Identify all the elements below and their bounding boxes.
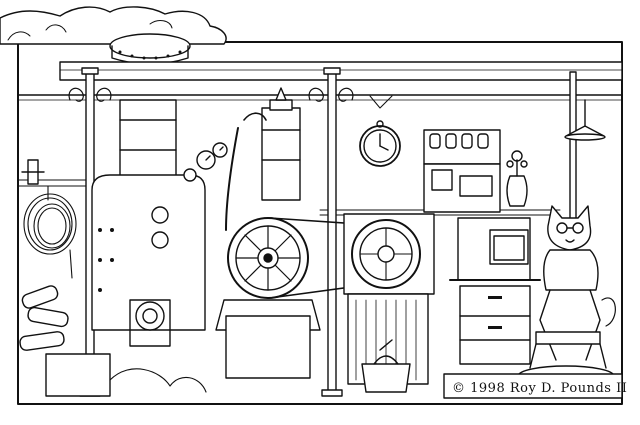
picture-frame xyxy=(17,41,623,405)
radio-shelf-icon xyxy=(423,129,501,213)
garden-hose-icon xyxy=(23,185,77,279)
steam-pipe-cloud-icon xyxy=(0,6,227,65)
generator-icon xyxy=(343,213,435,385)
pressure-gauges xyxy=(183,142,228,182)
credit-box xyxy=(443,373,623,399)
cat-character-icon xyxy=(529,205,616,369)
computer-desk-icon xyxy=(449,217,541,365)
wall-pipe xyxy=(21,159,45,185)
artist-credit: © 1998 Roy D. Pounds II xyxy=(452,381,628,396)
firewood-pile-icon xyxy=(19,285,111,397)
flywheel-icon xyxy=(215,217,321,379)
ceiling-beam xyxy=(17,61,623,101)
flower-vase-icon xyxy=(506,150,528,207)
hanging-lamp-icon xyxy=(564,99,606,141)
ornamental-brackets xyxy=(68,87,354,102)
wall-clock-icon xyxy=(359,95,401,167)
boiler-icon xyxy=(91,99,206,347)
toolbox-icon xyxy=(361,339,411,393)
floor-debris xyxy=(109,368,207,393)
steam-engine-icon xyxy=(183,87,301,231)
